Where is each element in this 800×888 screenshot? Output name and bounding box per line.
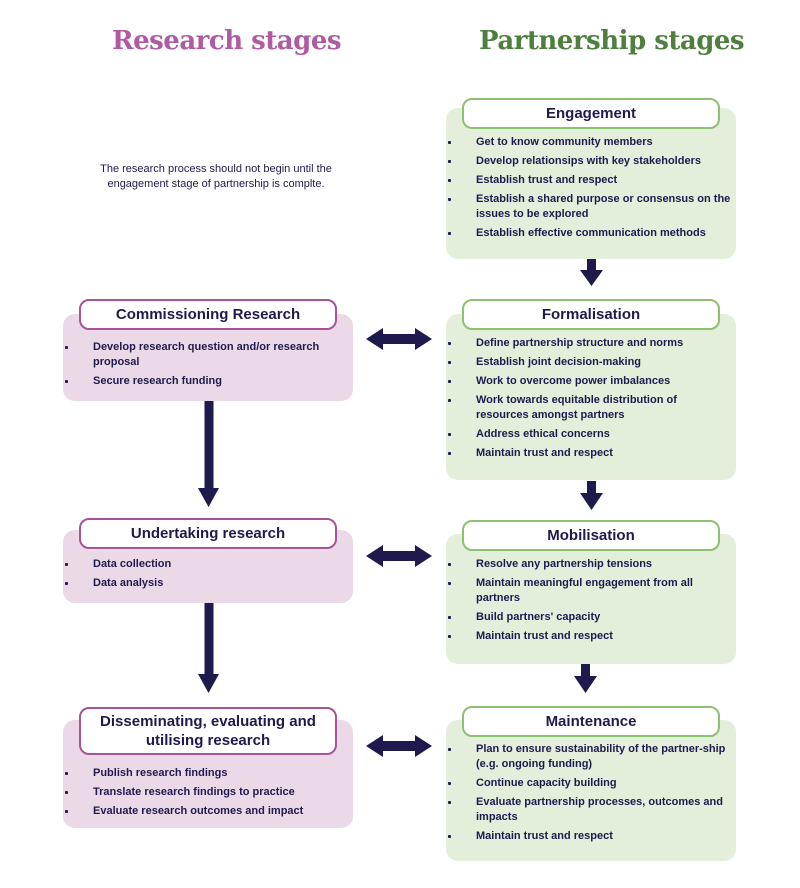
list-item: Evaluate research outcomes and impact	[63, 804, 343, 819]
list-item: Secure research funding	[63, 374, 343, 389]
commissioning-header: Commissioning Research	[79, 299, 337, 330]
list-item: Data collection	[63, 557, 343, 572]
maintenance-card	[446, 720, 736, 861]
list-item: Publish research findings	[63, 766, 343, 781]
engagement-header: Engagement	[462, 98, 720, 129]
list-item: Evaluate partnership processes, outcomes…	[446, 795, 731, 825]
partnership-stages-title: Partnership stages	[479, 26, 745, 56]
arrow-mobilisation-to-maintenance	[574, 664, 597, 693]
list-item: Get to know community members	[446, 135, 731, 150]
list-item: Resolve any partnership tensions	[446, 557, 731, 572]
arrow-undertaking-to-disseminating	[198, 603, 219, 693]
list-item: Develop research question and/or researc…	[63, 340, 343, 370]
mobilisation-card	[446, 534, 736, 664]
list-item: Establish trust and respect	[446, 173, 731, 188]
list-item: Build partners' capacity	[446, 610, 731, 625]
double-arrow-disseminating-maintenance	[366, 735, 432, 757]
list-item: Address ethical concerns	[446, 427, 731, 442]
list-item: Establish a shared purpose or consensus …	[446, 192, 731, 222]
list-item: Define partnership structure and norms	[446, 336, 731, 351]
formalisation-list: Define partnership structure and norms E…	[446, 336, 731, 465]
formalisation-card	[446, 314, 736, 480]
list-item: Work to overcome power imbalances	[446, 374, 731, 389]
list-item: Maintain meaningful engagement from all …	[446, 576, 731, 606]
undertaking-list: Data collection Data analysis	[63, 557, 343, 595]
list-item: Continue capacity building	[446, 776, 731, 791]
engagement-list: Get to know community members Develop re…	[446, 135, 731, 245]
arrow-formalisation-to-mobilisation	[580, 481, 603, 510]
list-item: Translate research findings to practice	[63, 785, 343, 800]
commissioning-list: Develop research question and/or researc…	[63, 340, 343, 393]
list-item: Establish effective communication method…	[446, 226, 731, 241]
mobilisation-list: Resolve any partnership tensions Maintai…	[446, 557, 731, 648]
disseminating-header: Disseminating, evaluating and utilising …	[79, 707, 337, 755]
list-item: Plan to ensure sustainability of the par…	[446, 742, 731, 772]
arrow-engagement-to-formalisation	[580, 259, 603, 286]
list-item: Work towards equitable distribution of r…	[446, 393, 731, 423]
mobilisation-header: Mobilisation	[462, 520, 720, 551]
list-item: Maintain trust and respect	[446, 629, 731, 644]
list-item: Develop relationsips with key stakeholde…	[446, 154, 731, 169]
double-arrow-commissioning-formalisation	[366, 328, 432, 350]
list-item: Establish joint decision-making	[446, 355, 731, 370]
list-item: Maintain trust and respect	[446, 829, 731, 844]
maintenance-list: Plan to ensure sustainability of the par…	[446, 742, 731, 848]
maintenance-header: Maintenance	[462, 706, 720, 737]
disseminating-list: Publish research findings Translate rese…	[63, 766, 343, 823]
engagement-note: The research process should not begin un…	[100, 163, 332, 190]
double-arrow-undertaking-mobilisation	[366, 545, 432, 567]
list-item: Data analysis	[63, 576, 343, 591]
undertaking-header: Undertaking research	[79, 518, 337, 549]
engagement-card	[446, 108, 736, 259]
formalisation-header: Formalisation	[462, 299, 720, 330]
arrow-commissioning-to-undertaking	[198, 401, 219, 507]
list-item: Maintain trust and respect	[446, 446, 731, 461]
research-stages-title: Research stages	[112, 26, 342, 56]
